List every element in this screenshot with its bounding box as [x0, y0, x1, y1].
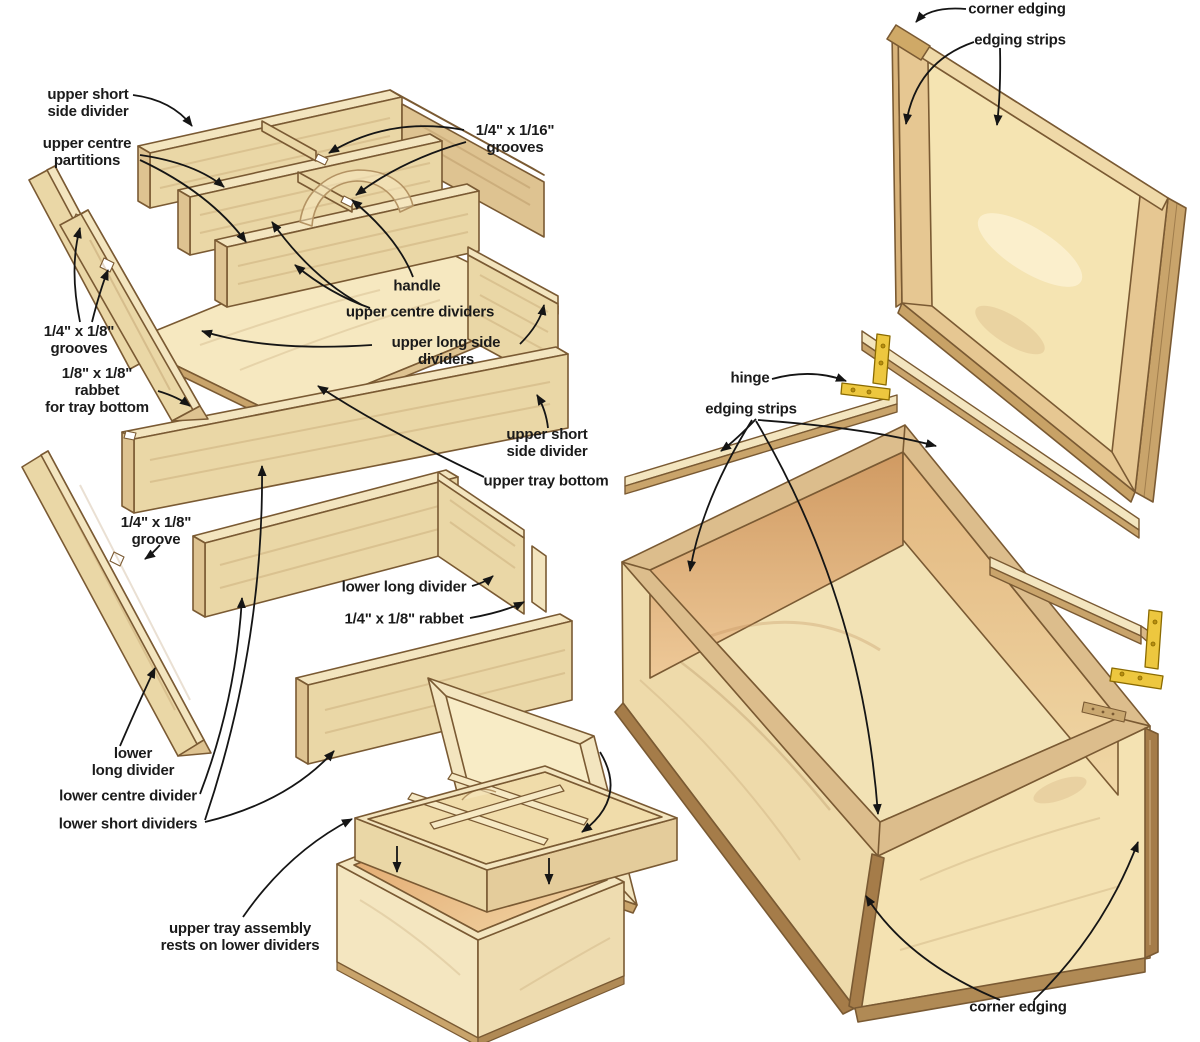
small-box-upper-tray [354, 765, 678, 913]
handle-piece [299, 169, 414, 227]
leader-arrows [73, 7, 1139, 1001]
lower-side-rail [21, 450, 212, 757]
brass-hinge-right [1109, 609, 1164, 690]
upper-tray-exploded [28, 89, 569, 514]
upper-long-side-divider-front [121, 346, 569, 514]
small-box-assembly [336, 677, 678, 1042]
lower-long-divider-right [437, 471, 547, 615]
lower-long-divider-back [192, 469, 459, 618]
lid-corner-edging-block [886, 24, 931, 61]
assembled-box [614, 424, 1159, 1023]
corner-edging-strips [614, 702, 1159, 1023]
upper-side-rail-2 [59, 209, 209, 422]
box-lid [886, 24, 1187, 503]
brass-hinge-top [840, 333, 891, 401]
hinge-mortise [1081, 701, 1127, 723]
